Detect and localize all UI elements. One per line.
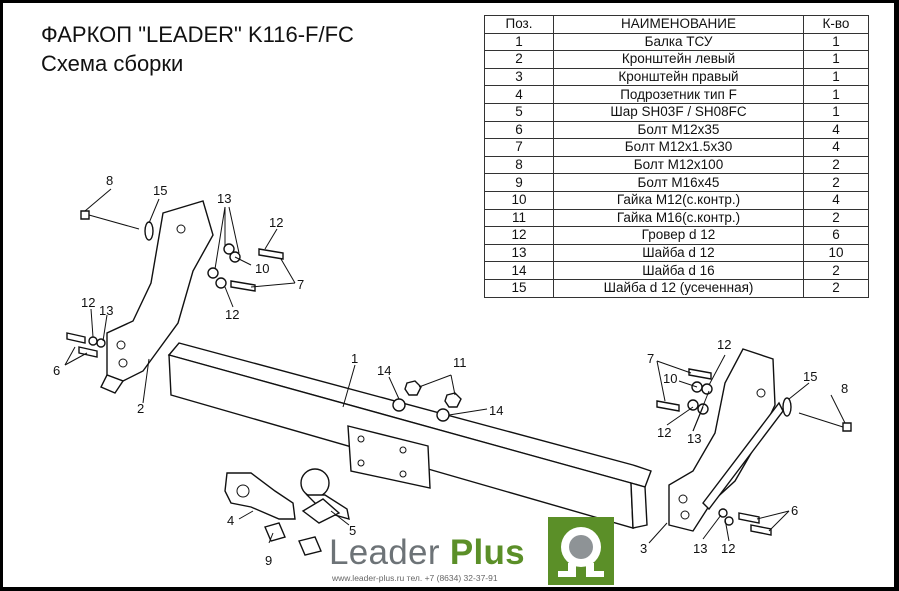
right-bracket-part — [668, 348, 784, 532]
washer-15-right — [782, 397, 792, 417]
callout-6-left: 6 — [53, 363, 60, 378]
callout-12-left-top: 12 — [269, 215, 283, 230]
callout-12-right-bottom: 12 — [721, 541, 735, 556]
cell-name: Кронштейн левый — [553, 50, 804, 69]
cell-name: Шайба d 12 (усеченная) — [553, 278, 804, 298]
cell-qty: 1 — [803, 102, 869, 122]
callout-14-top: 14 — [377, 363, 391, 378]
callout-10-left: 10 — [255, 261, 269, 276]
callout-15-right: 15 — [803, 369, 817, 384]
callout-4: 4 — [227, 513, 234, 528]
leader-lines — [64, 188, 846, 544]
bolt-m12x100-right — [798, 412, 852, 432]
cell-name: Гайка M12(с.контр.) — [553, 190, 804, 210]
socket-plate-part — [224, 472, 296, 520]
cell-name: Шайба d 16 — [553, 261, 804, 280]
cell-name: Подрозетник тип F — [553, 85, 804, 104]
m16-hardware — [264, 380, 462, 556]
callout-1: 1 — [351, 351, 358, 366]
brand-contact: www.leader-plus.ru тел. +7 (8634) 32-37-… — [332, 573, 498, 583]
cell-pos: 14 — [484, 261, 554, 280]
cell-pos: 15 — [484, 278, 554, 298]
assembly-sheet: ФАРКОП "LEADER" K116-F/FC Схема сборки П… — [3, 3, 894, 587]
brand-wordmark: Leader Plus — [329, 533, 525, 573]
callout-3: 3 — [640, 541, 647, 556]
callout-7-left: 7 — [297, 277, 304, 292]
callout-12-left-bottom: 12 — [225, 307, 239, 322]
callout-13-left-top: 13 — [217, 191, 231, 206]
callout-12-right-middle: 12 — [657, 425, 671, 440]
callout-7-right: 7 — [647, 351, 654, 366]
parts-table-header: Поз. НАИМЕНОВАНИЕ К-во — [484, 15, 869, 34]
cell-name: Болт M16x45 — [553, 173, 804, 192]
washer-15-left — [144, 221, 154, 241]
callout-labels: 1 2 3 4 5 6 6 7 7 8 8 9 10 10 11 12 12 1… — [53, 173, 848, 568]
callout-2: 2 — [137, 401, 144, 416]
cell-pos: 11 — [484, 208, 554, 228]
diagram-title: ФАРКОП "LEADER" K116-F/FC — [41, 22, 354, 47]
left-bracket-part — [100, 200, 214, 394]
tow-ball-part — [300, 468, 350, 524]
column-header-pos: Поз. — [484, 15, 554, 34]
callout-6-right: 6 — [791, 503, 798, 518]
callout-15-left: 15 — [153, 183, 167, 198]
callout-9: 9 — [265, 553, 272, 568]
cell-name: Болт M12x35 — [553, 120, 804, 140]
cell-qty: 2 — [803, 278, 869, 298]
bolt-m12x100-left — [80, 210, 140, 230]
assembly-drawing: 1 2 3 4 5 6 6 7 7 8 8 9 10 10 11 12 12 1… — [53, 173, 852, 568]
brand-plus: Plus — [449, 533, 525, 572]
callout-12-right-top: 12 — [717, 337, 731, 352]
callout-11: 11 — [453, 355, 467, 370]
callout-13-left-side: 13 — [99, 303, 113, 318]
callout-8-left: 8 — [106, 173, 113, 188]
brand-name: Leader — [329, 533, 440, 572]
callout-5: 5 — [349, 523, 356, 538]
callout-13-right-bottom: 13 — [693, 541, 707, 556]
brand-logo-icon — [548, 517, 614, 585]
callout-14-bottom: 14 — [489, 403, 503, 418]
callout-8-right: 8 — [841, 381, 848, 396]
callout-10-right: 10 — [663, 371, 677, 386]
diagram-subtitle: Схема сборки — [41, 51, 184, 76]
callout-13-right-middle: 13 — [687, 431, 701, 446]
right-fasteners — [656, 368, 772, 536]
beam-part — [167, 342, 652, 529]
callout-12-left-side: 12 — [81, 295, 95, 310]
cell-name: Шар SH03F / SH08FC — [553, 102, 804, 122]
left-fasteners — [66, 243, 284, 358]
